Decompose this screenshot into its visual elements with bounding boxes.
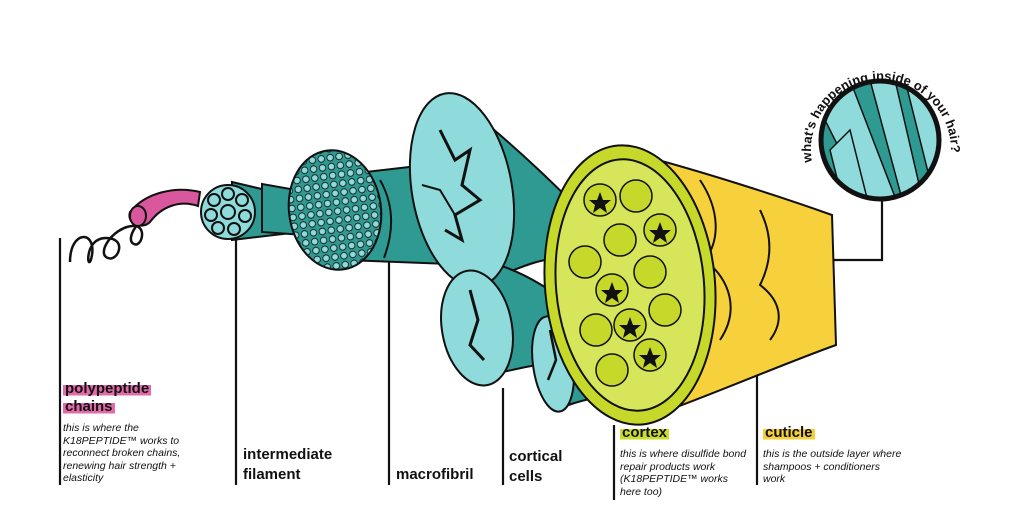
polypeptide-title-1: polypeptide: [63, 380, 152, 397]
polypeptide-desc: this is where the K18PEPTIDE™ works to r…: [63, 422, 181, 484]
label-polypeptide: polypeptide chains this is where the K18…: [63, 380, 213, 485]
cortex-desc: this is where disulfide bond repair prod…: [620, 448, 747, 498]
cuticle-desc: this is the outside layer where shampoos…: [763, 448, 902, 485]
cuticle-title: cuticle: [763, 424, 815, 441]
cortex-title: cortex: [620, 424, 670, 441]
polypeptide-title-2: chains: [63, 398, 115, 415]
intermediate-title-1: intermediate: [243, 446, 333, 463]
label-macrofibril: macrofibril: [396, 465, 506, 485]
magnified-circle: [818, 78, 942, 202]
cortex-cuticle: [543, 144, 838, 426]
cortical-title-2: cells: [509, 468, 543, 485]
label-cortex: cortex this is where disulfide bond repa…: [620, 424, 750, 498]
label-cortical: cortical cells: [509, 447, 599, 487]
polypeptide-coil: [68, 188, 202, 264]
label-cuticle: cuticle this is the outside layer where …: [763, 424, 903, 486]
macrofibril-title: macrofibril: [396, 466, 474, 483]
leader-lines: [58, 200, 884, 500]
label-intermediate: intermediate filament: [243, 445, 363, 485]
intermediate-title-2: filament: [243, 466, 301, 483]
cortical-title-1: cortical: [509, 448, 563, 465]
